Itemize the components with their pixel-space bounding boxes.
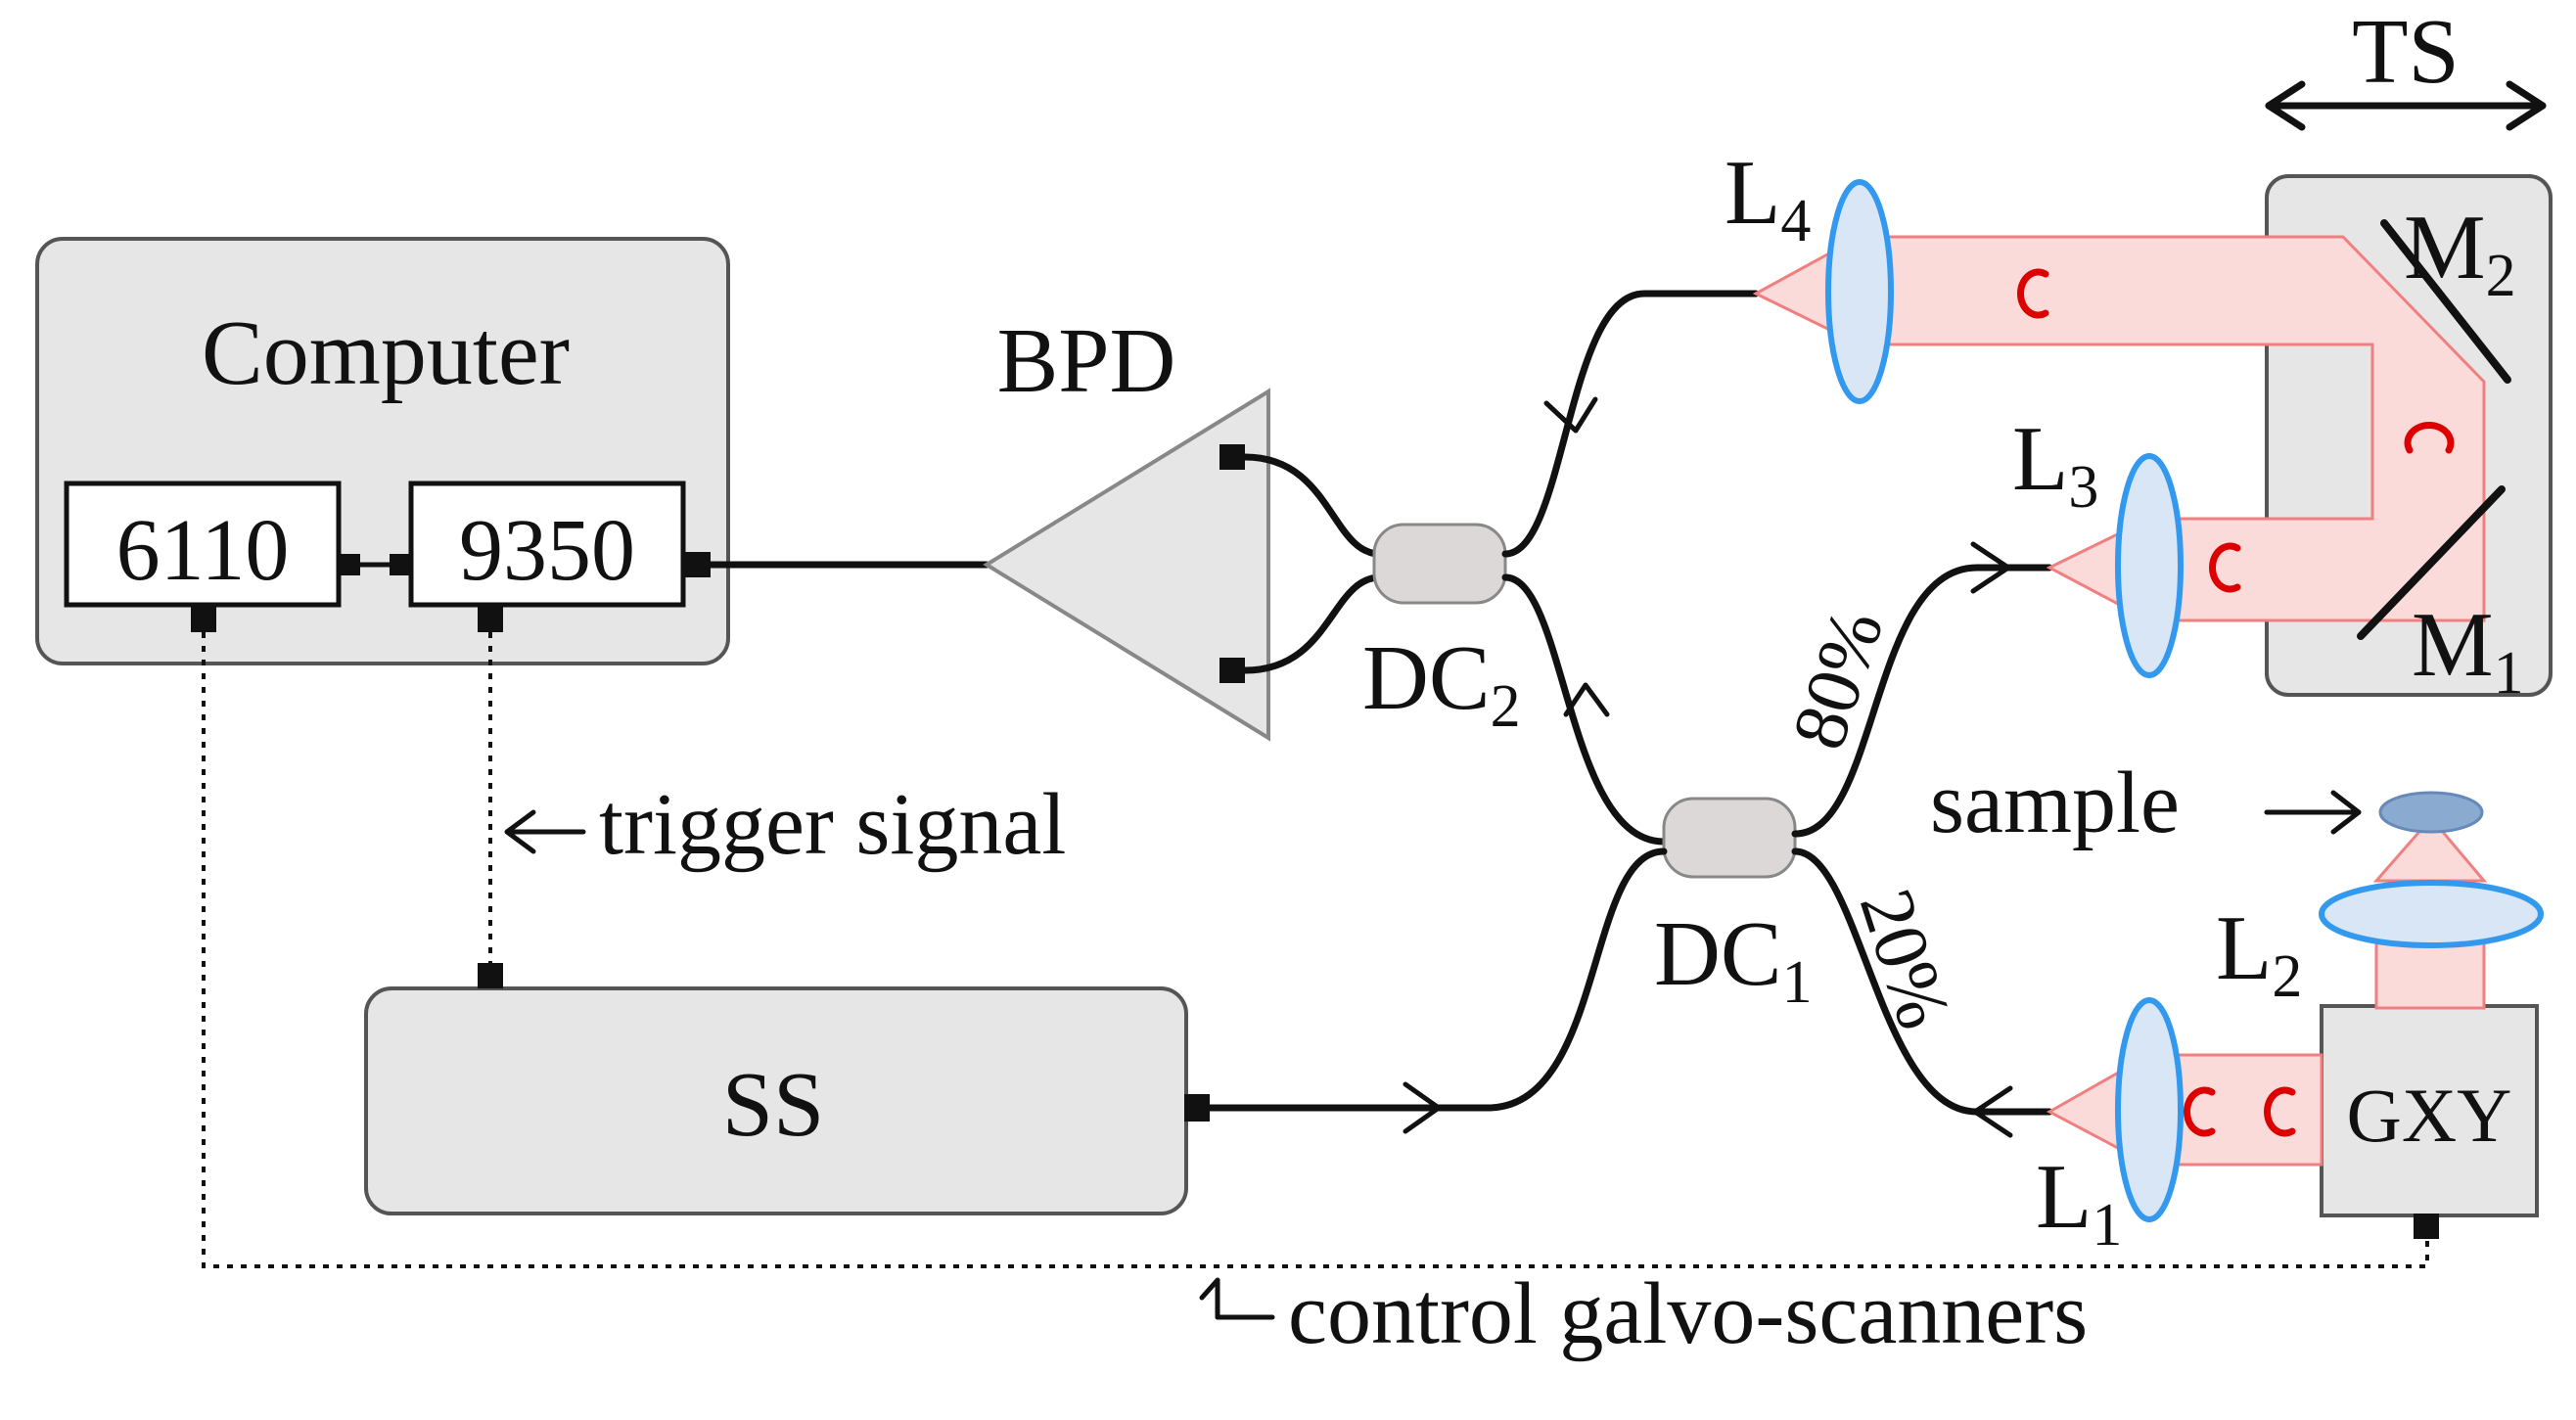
ts-label: TS [2352,1,2460,103]
direction-arrow [1543,396,1598,434]
l1-label: L1 [2036,1146,2122,1259]
connector [1184,1094,1210,1122]
fiber [1241,573,1384,674]
dc2-label: DC2 [1362,627,1521,740]
direction-arrow [1970,541,2011,594]
card-6110 [64,481,342,608]
l4-label: L4 [1725,142,1811,254]
fiber [1501,290,1760,558]
m1-label: M1 [2412,594,2524,707]
l3-label: L3 [2012,408,2098,521]
split-20-label: 20% [1844,879,1968,1038]
connector [2414,1214,2439,1239]
ts-arrow-right [2506,80,2547,131]
sample-label: sample [1930,755,2180,851]
card-6110-label: 6110 [116,502,290,599]
bpd-detector [983,388,1270,742]
connector [191,607,216,632]
control-line [202,632,2429,1268]
mirror-m1 [2357,485,2506,640]
connector [685,552,711,577]
computer-label: Computer [202,302,570,404]
pulse-icon [2209,542,2241,593]
bpd-label: BPD [997,310,1176,412]
sample-icon [2378,791,2484,834]
trigger-label: trigger signal [599,776,1066,873]
pulse-icon [2017,268,2049,319]
lens-l2 [2319,880,2544,948]
gxy-box [2320,1004,2539,1217]
connector [1219,658,1245,683]
connector [478,607,503,632]
lens-l4 [1825,179,1894,404]
fiber [1206,847,1668,1112]
connector [339,554,360,575]
control-label: control galvo-scanners [1288,1265,2088,1362]
pulse-icon [2404,422,2455,454]
fiber [1501,573,1668,846]
direction-arrow [1403,1081,1442,1134]
ss-label: SS [722,1054,825,1156]
connector [478,963,503,988]
control-arrow [1199,1277,1220,1320]
fiber [1791,847,2053,1116]
l2-label: L2 [2216,897,2302,1010]
sample-arrow-head [2330,790,2362,835]
dc1-coupler [1662,797,1797,879]
fiber [1791,564,2053,838]
direction-arrow [1972,1085,2013,1138]
dc1-label: DC1 [1654,903,1813,1016]
card-9350-label: 9350 [459,502,635,599]
connector [390,554,411,575]
direction-arrow [1563,682,1610,717]
mirror-m2 [2380,219,2511,384]
lens-l3 [2115,453,2184,678]
split-80-label: 80% [1774,599,1899,758]
connector [1219,444,1245,470]
fiber [1241,453,1384,558]
dc2-coupler [1372,523,1507,605]
pulse-icon [2264,1086,2296,1137]
lens-l1 [2115,997,2184,1222]
gxy-label: GXY [2347,1073,2512,1158]
card-9350 [408,481,686,608]
m2-label: M2 [2404,197,2516,309]
pulse-icon [2184,1086,2216,1137]
ts-arrow-left [2265,80,2306,131]
